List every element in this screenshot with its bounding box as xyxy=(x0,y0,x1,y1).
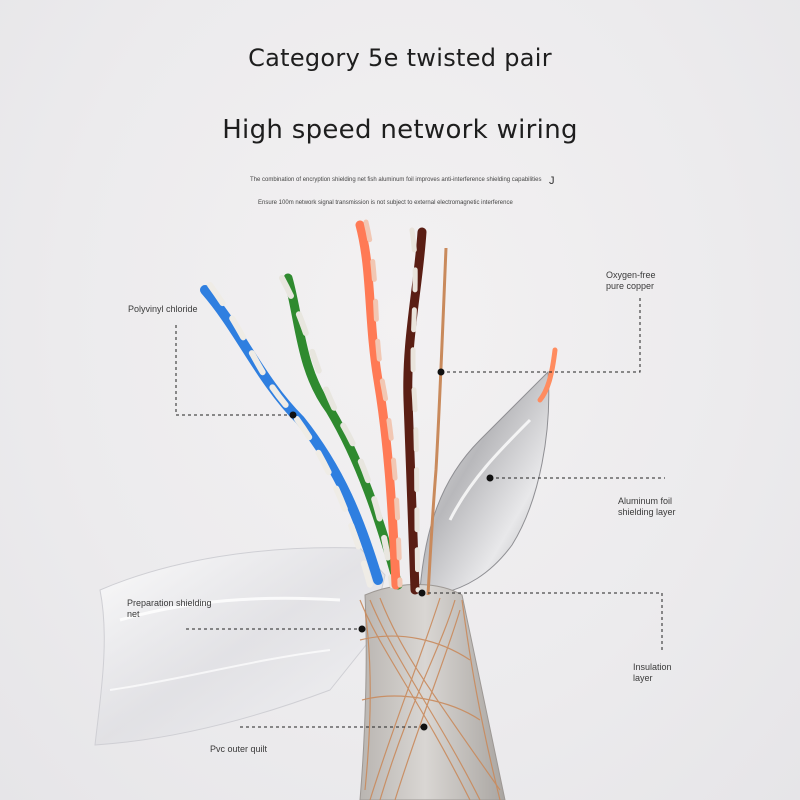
note-mark: J xyxy=(549,175,555,187)
foil-highlight xyxy=(448,418,532,521)
plastic-wrap xyxy=(94,547,386,746)
leader-dots xyxy=(289,368,494,731)
label-insulation-layer: Insulation layer xyxy=(633,662,672,683)
foil-copper-tip xyxy=(537,347,558,403)
transmission-note: Ensure 100m network signal transmission … xyxy=(258,200,513,206)
label-shielding-net: Preparation shielding net xyxy=(127,598,212,619)
wire-green-pair xyxy=(279,273,403,590)
wire-brown-pair xyxy=(403,227,427,595)
leader-lines xyxy=(175,298,665,728)
shielding-braid xyxy=(359,597,501,800)
wire-blue-pair xyxy=(200,282,383,588)
shielding-note: The combination of encryption shielding … xyxy=(250,177,542,183)
page-subtitle: High speed network wiring xyxy=(222,115,578,145)
drain-copper-wire xyxy=(426,247,448,596)
label-pvc-outer: Pvc outer quilt xyxy=(210,744,268,754)
label-polyvinyl-chloride: Polyvinyl chloride xyxy=(128,304,198,314)
page-title: Category 5e twisted pair xyxy=(248,44,552,72)
aluminum-foil xyxy=(419,370,550,595)
wire-orange-pair xyxy=(355,219,403,590)
label-oxygen-free-copper: Oxygen-free pure copper xyxy=(606,270,656,291)
label-aluminum-foil: Aluminum foil shielding layer xyxy=(618,496,676,517)
plastic-wrap-crease xyxy=(109,649,331,691)
plastic-wrap-crease xyxy=(119,596,341,622)
